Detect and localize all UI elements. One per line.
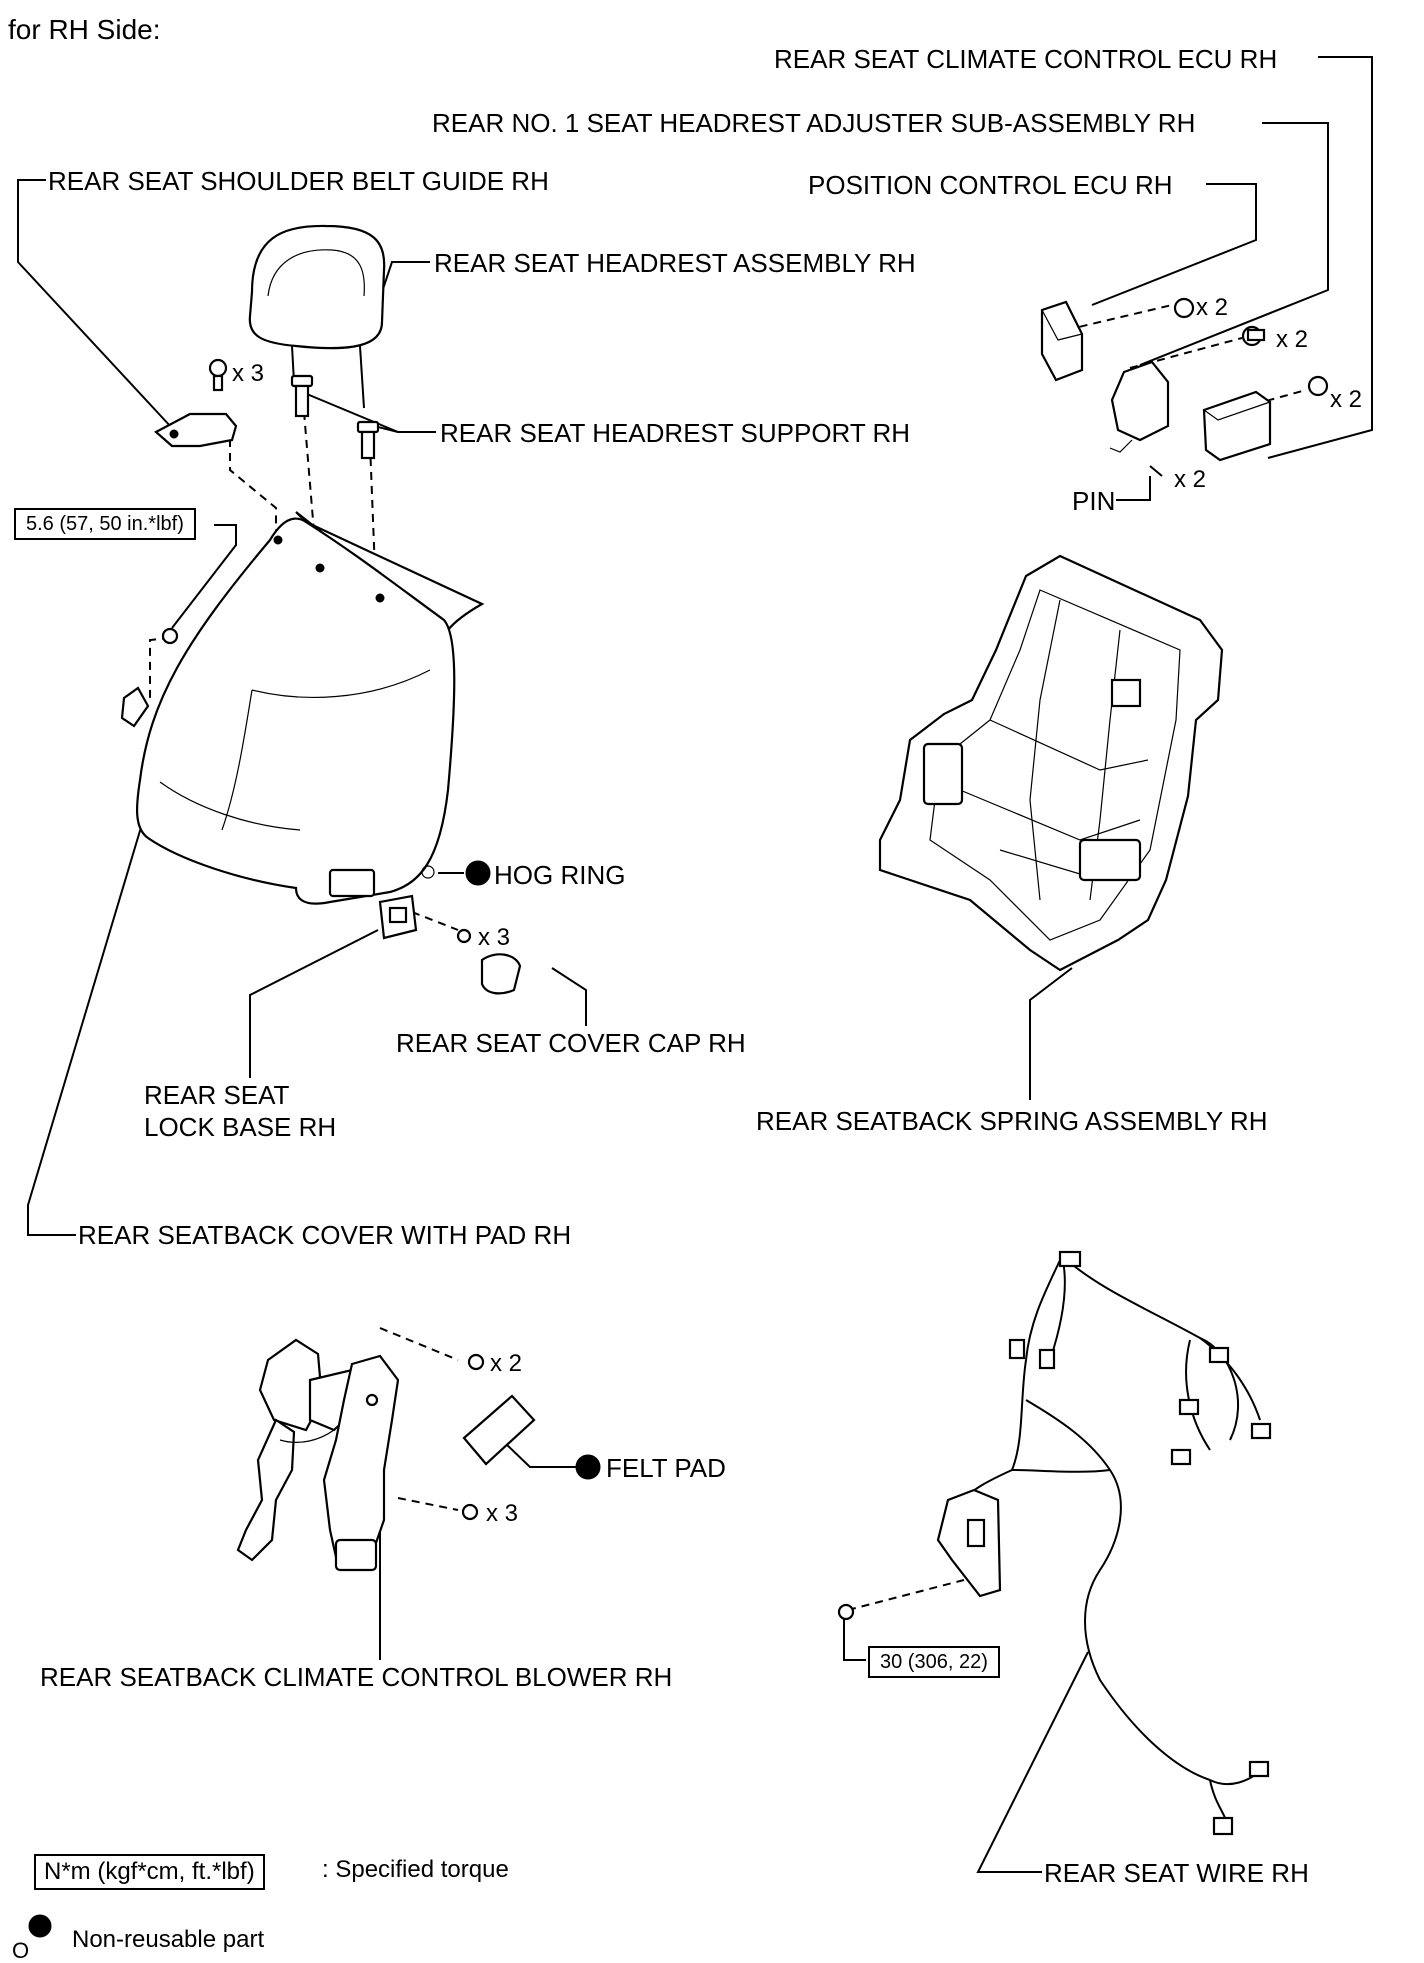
ecu-group (1040, 297, 1329, 477)
nonreusable-dot-hog-ring (465, 860, 491, 886)
seatback-spring-assembly (878, 554, 1224, 972)
label-spring-assembly: REAR SEATBACK SPRING ASSEMBLY RH (756, 1106, 1268, 1136)
seatback-cover (120, 511, 485, 905)
page-header: for RH Side: (8, 14, 161, 45)
legend-nonreusable-text: Non-reusable part (72, 1926, 265, 1953)
leader-lines (17, 56, 1373, 1873)
label-seat-wire: REAR SEAT WIRE RH (1044, 1858, 1309, 1888)
shoulder-belt-guide (154, 358, 238, 448)
qty-lock-base-screw: x 3 (478, 924, 511, 951)
qty-blower-screw: x 2 (490, 1350, 523, 1377)
legend-torque-text: : Specified torque (322, 1856, 509, 1883)
qty-belt-guide-bolt: x 3 (232, 360, 265, 387)
label-headrest-assembly: REAR SEAT HEADREST ASSEMBLY RH (434, 248, 916, 278)
label-felt-pad: FELT PAD (606, 1453, 726, 1483)
headrest-assembly (248, 224, 386, 409)
label-pin: PIN (1072, 486, 1116, 516)
legend-torque-box: N*m (kgf*cm, ft.*lbf) (34, 1854, 265, 1890)
qty-adjuster-bolt: x 2 (1276, 326, 1309, 353)
felt-pad (462, 1394, 536, 1466)
headrest-supports (290, 374, 380, 460)
climate-control-blower (236, 1338, 485, 1572)
label-lock-base-line1: REAR SEAT (144, 1080, 290, 1110)
label-cover-with-pad: REAR SEATBACK COVER WITH PAD RH (78, 1220, 572, 1250)
label-hog-ring: HOG RING (494, 860, 626, 890)
torque-seatback-nut: 5.6 (57, 50 in.*lbf) (14, 508, 196, 540)
label-blower: REAR SEATBACK CLIMATE CONTROL BLOWER RH (40, 1662, 673, 1692)
qty-pin: x 2 (1174, 466, 1207, 493)
seat-wire-harness (837, 1250, 1272, 1836)
qty-position-ecu-nut: x 2 (1196, 294, 1229, 321)
lock-base-group (378, 865, 522, 995)
legend-marks (28, 860, 601, 1938)
label-position-ecu: POSITION CONTROL ECU RH (808, 170, 1173, 200)
nonreusable-dot-legend (28, 1914, 52, 1938)
qty-climate-ecu-nut: x 2 (1330, 386, 1363, 413)
torque-wire-bolt: 30 (306, 22) (868, 1646, 1000, 1678)
nonreusable-dot-felt-pad (575, 1454, 601, 1480)
label-headrest-adjuster: REAR NO. 1 SEAT HEADREST ADJUSTER SUB-AS… (432, 108, 1196, 138)
label-lock-base-line2: LOCK BASE RH (144, 1112, 337, 1142)
label-cover-cap: REAR SEAT COVER CAP RH (396, 1028, 746, 1058)
label-headrest-support: REAR SEAT HEADREST SUPPORT RH (440, 418, 911, 448)
label-shoulder-belt-guide: REAR SEAT SHOULDER BELT GUIDE RH (48, 166, 549, 196)
footer-mark: O (12, 1938, 30, 1963)
label-climate-ecu: REAR SEAT CLIMATE CONTROL ECU RH (774, 44, 1278, 74)
qty-blower-nut: x 3 (486, 1500, 519, 1527)
